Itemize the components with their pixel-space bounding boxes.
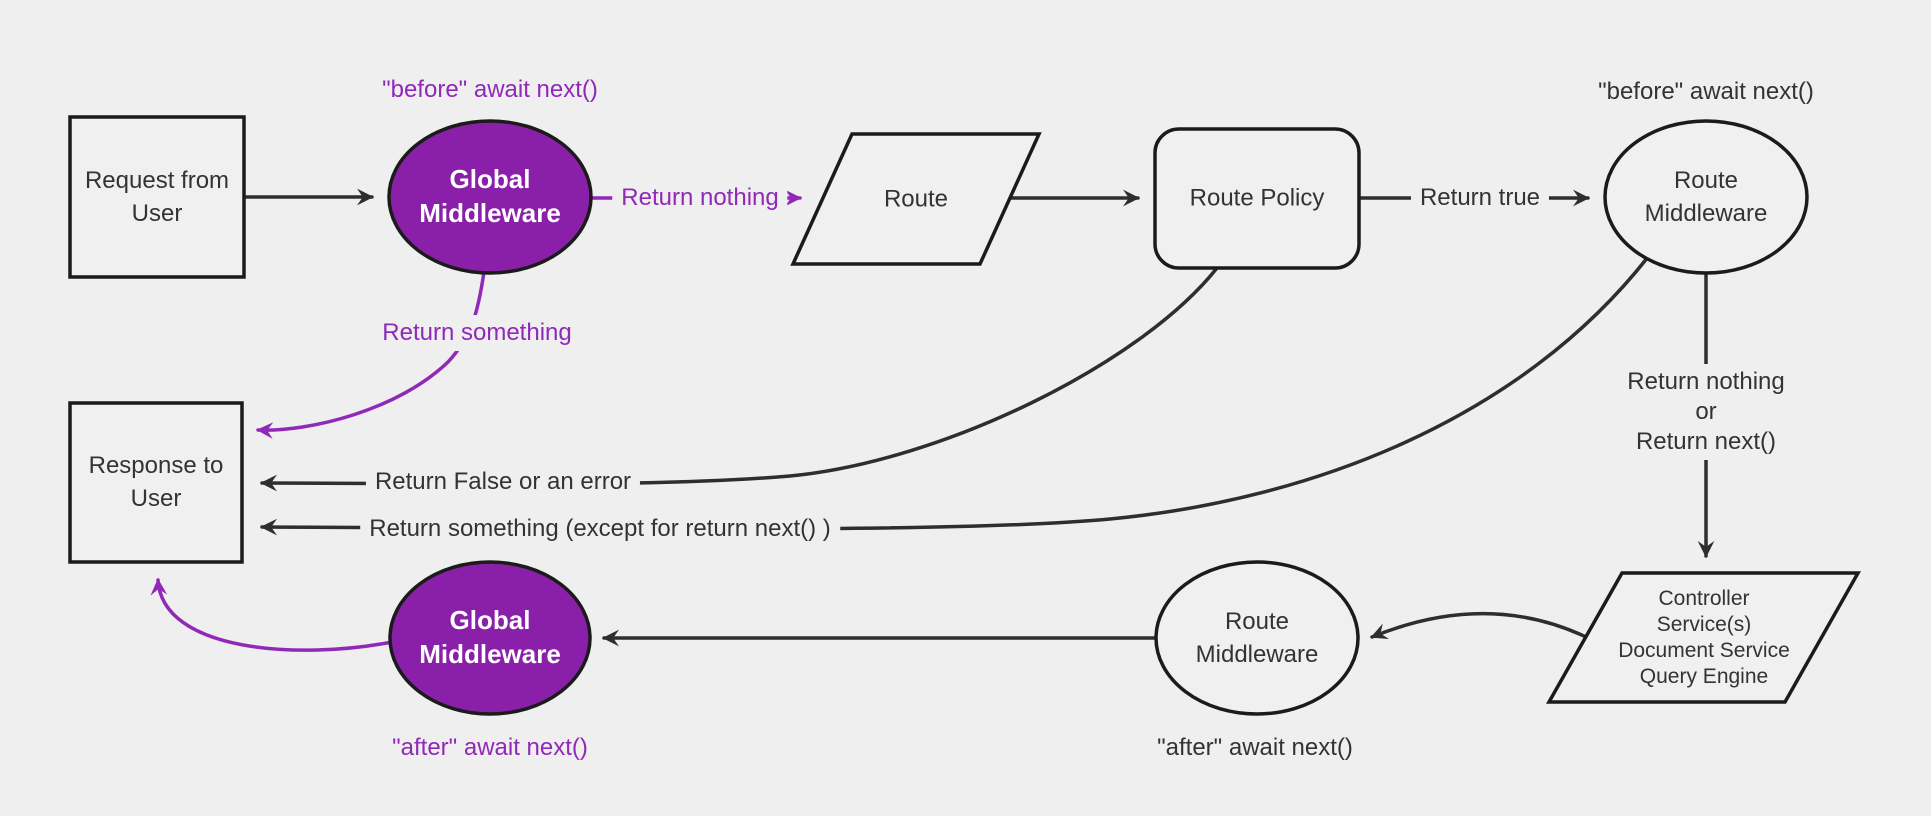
request-from-user-node: [68, 115, 246, 279]
before-await-next-route-label: "before" await next(): [1598, 78, 1814, 105]
return-true-label: Return true: [1410, 180, 1550, 216]
global-middleware-before-node: [387, 119, 593, 275]
edge-global-middleware-after-to-response: [150, 578, 394, 652]
global-middleware-after-node: [388, 560, 592, 716]
edge-global-middleware-return-something-to-response: [256, 270, 486, 439]
response-to-user-label: Response to User: [88, 451, 224, 512]
after-await-next-global-label: "after" await next(): [392, 734, 588, 761]
route-middleware-after-label: Route Middleware: [1195, 607, 1319, 668]
return-false-or-error-label: Return False or an error: [365, 464, 641, 500]
route-policy-node: [1153, 127, 1361, 270]
return-something-label: Return something: [373, 315, 581, 351]
global-middleware-after-label: Global Middleware: [419, 605, 561, 669]
global-middleware-before-label: Global Middleware: [419, 164, 561, 228]
route-label: Route: [883, 185, 949, 213]
return-nothing-or-next-label: Return nothing or Return next(): [1618, 364, 1794, 460]
controllers-node: [1545, 571, 1862, 704]
return-nothing-label: Return nothing: [612, 180, 788, 216]
nodes: [68, 115, 1862, 716]
before-await-next-global-label: "before" await next(): [382, 76, 598, 103]
route-node: [790, 132, 1042, 266]
route-middleware-before-node: [1603, 119, 1809, 275]
request-from-user-label: Request from User: [84, 166, 230, 227]
after-await-next-route-label: "after" await next(): [1157, 734, 1353, 761]
controllers-label: Controller Service(s) Document Service Q…: [1618, 586, 1790, 689]
route-middleware-after-node: [1154, 560, 1360, 716]
response-to-user-node: [68, 401, 244, 564]
edge-route-policy-return-false-to-response: [260, 266, 1219, 492]
route-middleware-before-label: Route Middleware: [1644, 166, 1768, 227]
edge-controllers-to-route-middleware-after: [1370, 612, 1588, 640]
return-something-except-label: Return something (except for return next…: [360, 511, 840, 547]
route-policy-label: Route Policy: [1189, 184, 1325, 212]
